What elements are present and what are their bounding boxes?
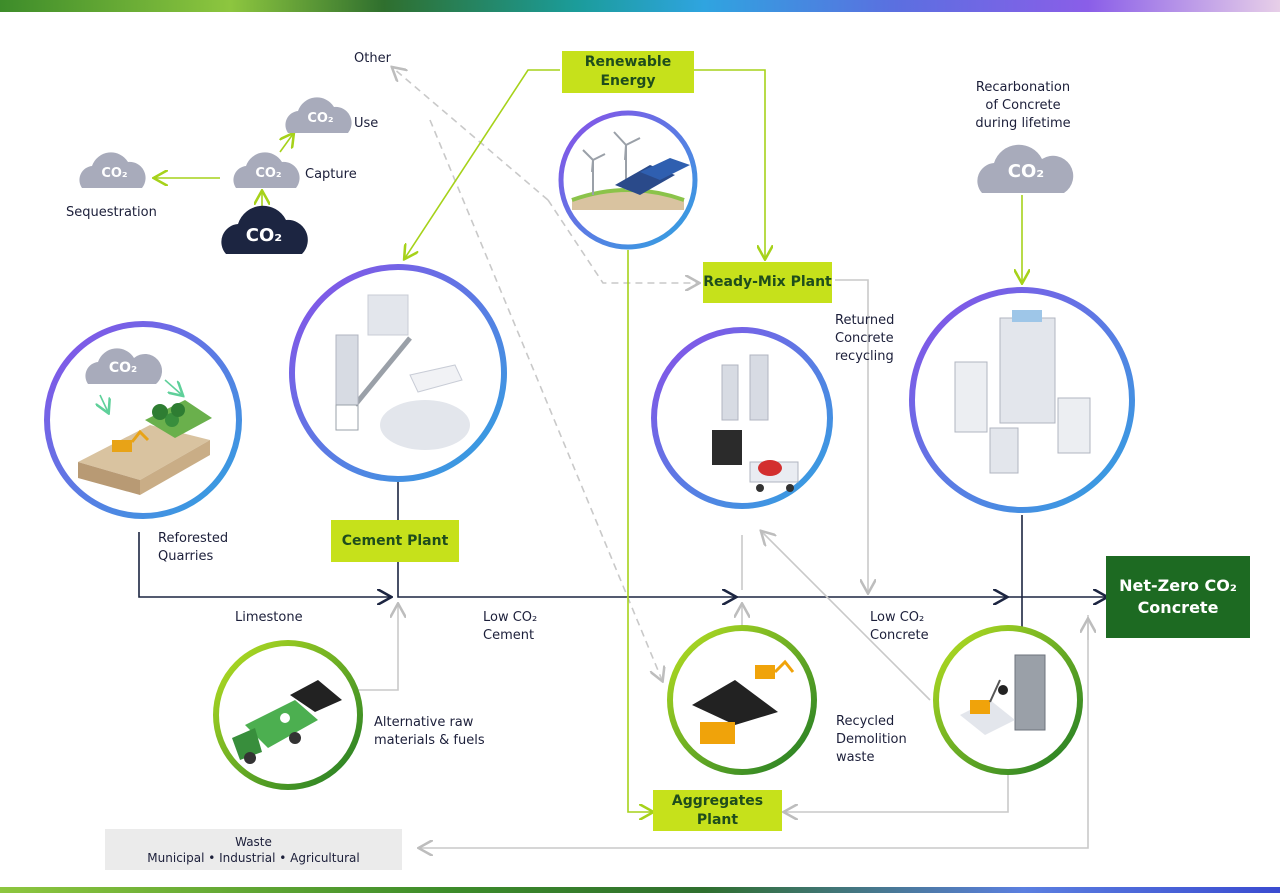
waste-box: Waste Municipal • Industrial • Agricultu…	[105, 829, 402, 870]
co2-cloud-icon	[85, 348, 163, 384]
reforested-quarries-label: Reforested Quarries	[158, 531, 229, 564]
bottom-gradient-bar	[0, 887, 1280, 893]
renewable-energy-circle	[558, 110, 698, 250]
other-label: Other	[354, 51, 391, 66]
returned-concrete-label: Returned Concrete recycling	[835, 313, 895, 364]
alternative-materials-circle	[213, 640, 363, 790]
co2-cloud-label: CO₂	[245, 225, 283, 246]
co2-cloud-label: CO₂	[307, 111, 334, 126]
net-zero-concrete-box: Net-Zero CO₂ Concrete	[1106, 556, 1250, 638]
use-label: Use	[354, 116, 379, 131]
co2-cloud-icon	[221, 205, 308, 254]
waste-title: Waste	[235, 834, 272, 849]
demolition-circle	[933, 625, 1083, 775]
recycled-demolition-label: Recycled Demolition waste	[836, 714, 907, 765]
co2-cloud-label: CO₂	[255, 166, 282, 181]
ready-mix-plant-circle	[651, 327, 833, 509]
top-gradient-bar	[0, 0, 1280, 12]
recycled-aggregates-circle	[667, 625, 817, 775]
cement-plant-box: Cement Plant	[331, 520, 459, 562]
main-flow-line	[138, 480, 1106, 632]
cement-plant-circle	[289, 264, 507, 482]
low-co2-concrete-label: Low CO₂ Concrete	[870, 610, 929, 643]
co2-cloud-label: CO₂	[1007, 161, 1045, 182]
ready-mix-plant-box: Ready-Mix Plant	[703, 262, 832, 303]
reforested-quarries-circle	[44, 321, 242, 519]
alternative-raw-label: Alternative raw materials & fuels	[374, 715, 485, 748]
waste-items: Municipal • Industrial • Agricultural	[147, 850, 360, 865]
co2-cloud-label: CO₂	[101, 166, 128, 181]
renewable-energy-box: Renewable Energy	[562, 51, 694, 93]
limestone-label: Limestone	[235, 610, 303, 625]
co2-cloud-icon	[79, 152, 146, 188]
recarbonation-label: Recarbonation of Concrete during lifetim…	[975, 80, 1071, 131]
co2-cloud-icon	[977, 144, 1074, 193]
low-co2-cement-label: Low CO₂ Cement	[483, 610, 538, 643]
sequestration-label: Sequestration	[66, 205, 157, 220]
co2-cloud-icon	[285, 97, 352, 133]
lime-flow-lines	[155, 69, 1022, 812]
co2-cloud-label: CO₂	[108, 360, 138, 376]
capture-label: Capture	[305, 167, 357, 182]
dashed-flow-lines	[393, 68, 698, 680]
grey-flow-lines	[340, 279, 1088, 848]
co2-cloud-icon	[233, 152, 300, 188]
buildings-circle	[909, 287, 1135, 513]
aggregates-plant-box: Aggregates Plant	[653, 790, 782, 831]
